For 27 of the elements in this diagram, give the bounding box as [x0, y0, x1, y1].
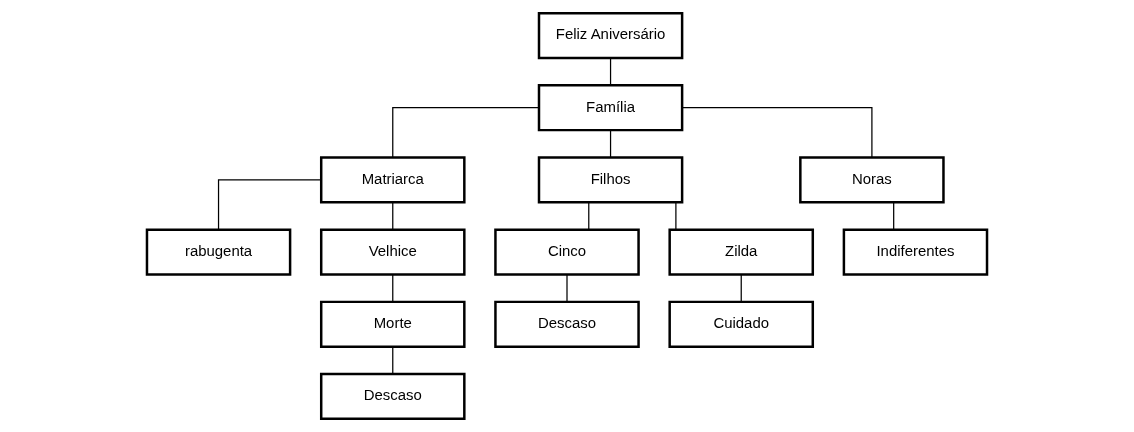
connector [609, 129, 612, 158]
connector [675, 201, 677, 231]
connector [681, 107, 873, 159]
node-box: rabugenta [145, 228, 292, 276]
connector [392, 201, 394, 231]
node-box: Descaso [494, 300, 640, 348]
connector [392, 107, 540, 159]
node-box: Velhice [319, 228, 466, 276]
node-box: Matriarca [319, 156, 466, 204]
connector [588, 201, 590, 231]
connector [566, 273, 568, 303]
node-box: Filhos [537, 156, 684, 204]
node-box: Cinco [494, 228, 640, 276]
connector [609, 57, 612, 86]
node-box: Noras [799, 156, 945, 204]
connector [740, 273, 742, 303]
node-box: Descaso [319, 372, 466, 421]
node-box: Família [537, 84, 684, 132]
connector [392, 273, 394, 303]
node-box: Feliz Aniversário [537, 11, 684, 60]
node-box: Indiferentes [842, 228, 989, 276]
node-box: Cuidado [668, 300, 815, 348]
connector [217, 179, 322, 231]
node-box: Zilda [668, 228, 815, 276]
connector [392, 346, 394, 375]
connector [893, 201, 895, 231]
node-box: Morte [319, 300, 466, 348]
